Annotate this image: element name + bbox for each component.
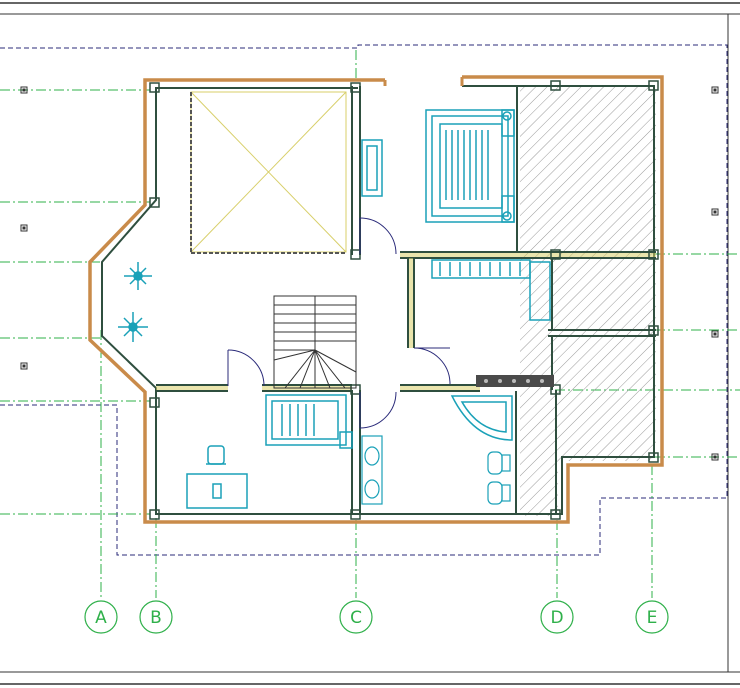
grid-markers xyxy=(20,86,719,461)
sinks xyxy=(361,435,383,505)
decor-plants xyxy=(118,262,152,342)
axis-d-label: D xyxy=(550,608,563,628)
axis-e-label: E xyxy=(647,608,658,628)
axis-e-circle xyxy=(635,600,669,634)
wardrobe-unit xyxy=(361,139,383,197)
exterior-walls xyxy=(88,75,664,524)
axis-a-circle xyxy=(84,600,118,634)
counter-strip xyxy=(476,375,554,387)
doors xyxy=(227,217,451,429)
stair-void-opening xyxy=(190,91,347,254)
column-squares xyxy=(149,80,659,520)
double-bed xyxy=(425,109,515,223)
hatched-zone-right xyxy=(558,86,656,461)
axis-a[interactable]: A xyxy=(84,600,118,634)
axis-c-label: C xyxy=(350,608,362,628)
axis-b[interactable]: B xyxy=(139,600,173,634)
axis-b-circle xyxy=(139,600,173,634)
closet-rail xyxy=(431,259,551,321)
axis-d[interactable]: D xyxy=(540,600,574,634)
axis-e[interactable]: E xyxy=(635,600,669,634)
furniture xyxy=(118,109,551,509)
corner-bathtub xyxy=(450,395,513,441)
desk-and-chair xyxy=(186,445,248,509)
axis-c-circle xyxy=(339,600,373,634)
axis-b-label: B xyxy=(150,608,162,628)
toilets xyxy=(487,451,511,505)
staircase xyxy=(273,295,357,389)
axis-d-circle xyxy=(540,600,574,634)
axis-a-label: A xyxy=(95,608,107,628)
axis-c[interactable]: C xyxy=(339,600,373,634)
axis-bubbles: A B C D E xyxy=(84,600,669,634)
site-boundary xyxy=(0,44,728,556)
single-bed xyxy=(265,394,353,449)
